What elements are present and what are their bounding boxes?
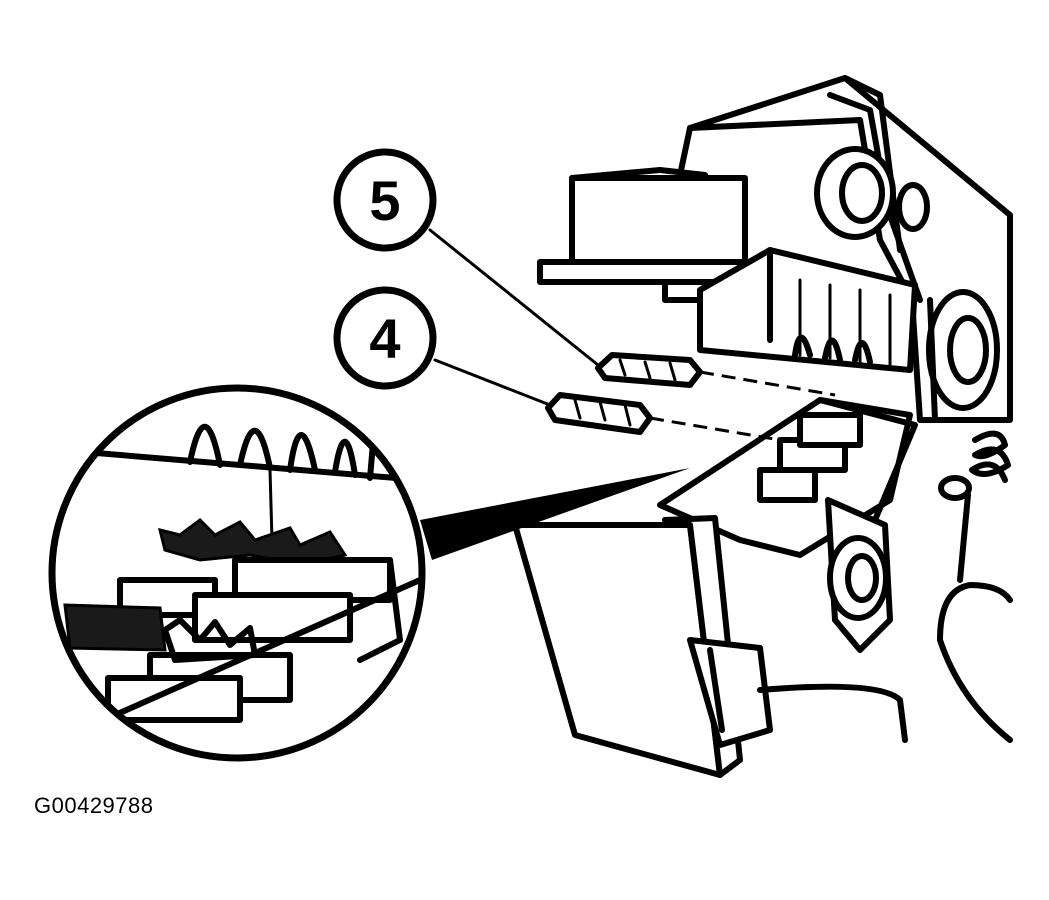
right-bolt — [926, 289, 1000, 423]
alignment-line-4 — [649, 416, 781, 442]
leader-line-4 — [433, 358, 552, 407]
callout-4: 4 — [333, 286, 437, 390]
callout-4-label: 4 — [369, 307, 400, 370]
upper-bolt — [814, 146, 896, 240]
fuse-cover — [512, 515, 773, 778]
fuse-block — [657, 397, 918, 558]
alignment-line-5 — [699, 370, 836, 397]
callout-5-label: 5 — [369, 169, 400, 232]
fuse-holder — [697, 247, 918, 373]
leader-line-5 — [428, 228, 600, 367]
callout-5: 5 — [333, 148, 437, 252]
figure-code: G00429788 — [34, 793, 154, 818]
lower-panel — [757, 582, 1013, 743]
magnifier-pointer — [420, 468, 690, 560]
detail-view — [48, 384, 426, 762]
spring — [938, 430, 1011, 583]
lower-bolt — [825, 497, 893, 653]
terminal-5 — [595, 352, 703, 388]
terminal-4 — [545, 392, 653, 435]
